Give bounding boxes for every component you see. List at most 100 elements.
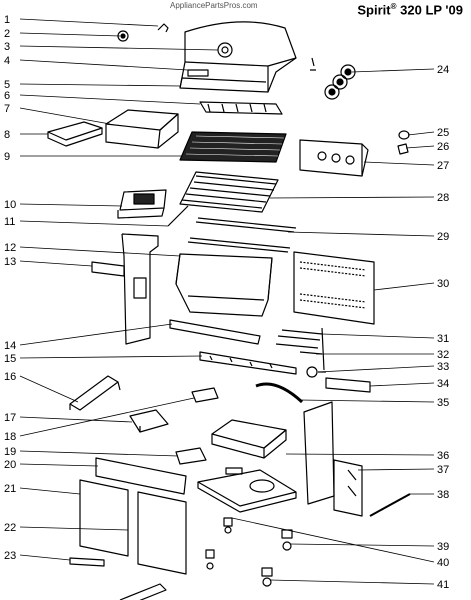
callout-11: 11: [4, 216, 15, 228]
leader-line-25: [407, 131, 435, 136]
part-23-door-handles: [69, 557, 167, 600]
leader-line-24: [351, 68, 435, 73]
leader-line-17: [19, 416, 133, 423]
callout-31: 31: [437, 333, 449, 345]
part-27-control-panel: [299, 139, 369, 177]
part-25-ignitor-button: [398, 130, 410, 140]
part-22-right-door: [137, 491, 187, 575]
part-30-rear-panel: [293, 251, 375, 325]
callout-7: 7: [4, 103, 10, 115]
leader-line-37: [357, 468, 435, 471]
callout-29: 29: [437, 231, 449, 243]
part-34-side-handle: [325, 377, 371, 393]
callout-15: 15: [4, 353, 16, 365]
callout-32: 32: [437, 349, 449, 361]
watermark: AppliancePartsPros.com: [170, 1, 258, 10]
callout-1: 1: [4, 14, 10, 26]
leader-line-12: [19, 246, 181, 257]
part-39-caster: [281, 529, 293, 551]
callout-24: 24: [437, 64, 449, 76]
part-9-cooking-grate: [179, 131, 287, 163]
part-12-cookbox: [175, 253, 273, 317]
leader-line-13: [19, 260, 93, 267]
callout-33: 33: [437, 361, 449, 373]
leader-line-5: [19, 83, 181, 87]
callout-22: 22: [4, 522, 16, 534]
callout-27: 27: [437, 160, 449, 172]
callout-20: 20: [4, 459, 16, 471]
callout-35: 35: [437, 397, 449, 409]
leader-line-2: [19, 32, 121, 37]
callout-37: 37: [437, 464, 449, 476]
part-31-manifold: [275, 327, 325, 371]
callout-25: 25: [437, 127, 449, 139]
part-20-front-strip: [95, 457, 187, 495]
leader-line-11: [19, 220, 169, 227]
part-40-bottom-shelf: [197, 467, 297, 513]
leader-line-34: [369, 382, 435, 387]
part-24-control-knobs: [310, 57, 356, 100]
callout-2: 2: [4, 28, 10, 40]
part-38-wire-clip: [369, 493, 411, 517]
callout-13: 13: [4, 256, 16, 268]
callout-39: 39: [437, 541, 449, 553]
callout-12: 12: [4, 242, 16, 254]
part-3-lid: [179, 21, 297, 93]
part-17-grease-tray: [129, 409, 169, 433]
part-36-bottom-tray: [211, 419, 287, 459]
leader-line-3: [19, 45, 219, 51]
callout-41: 41: [437, 579, 449, 591]
part-8-side-table: [47, 121, 103, 147]
callout-5: 5: [4, 79, 10, 91]
leader-line-35: [299, 399, 435, 403]
leader-line-27: [363, 161, 435, 166]
leader-line-26: [405, 145, 435, 149]
callout-30: 30: [437, 278, 449, 290]
part-14-crossbar: [169, 319, 261, 345]
part-10-side-burner-box: [117, 189, 167, 219]
leader-line-14: [19, 323, 173, 346]
leader-line-23: [19, 554, 71, 561]
part-15-front-crossbar: [199, 351, 297, 375]
callout-8: 8: [4, 129, 10, 141]
leader-line-18: [19, 397, 195, 437]
caster-set: [205, 517, 233, 570]
leader-lines: [19, 18, 435, 585]
callout-6: 6: [4, 90, 10, 102]
leader-line-21: [19, 487, 81, 495]
callout-14: 14: [4, 340, 16, 352]
leader-line-41: [269, 579, 435, 585]
leader-line-30: [373, 282, 435, 291]
diagram-title: Spirit® 320 LP '09: [357, 2, 463, 18]
callout-28: 28: [437, 192, 449, 204]
part-41-caster: [261, 567, 273, 587]
leader-line-33: [317, 365, 435, 373]
leader-line-40: [231, 517, 435, 563]
part-29-burner-tubes: [187, 217, 297, 253]
part-16-handle: [69, 375, 121, 411]
callout-40: 40: [437, 557, 449, 569]
callout-21: 21: [4, 483, 16, 495]
leader-line-22: [19, 526, 129, 531]
callout-26: 26: [437, 141, 449, 153]
leader-line-39: [289, 543, 435, 547]
part-11-burner-tube: [167, 205, 189, 227]
leader-line-1: [19, 18, 159, 27]
callout-9: 9: [4, 151, 10, 163]
callout-16: 16: [4, 371, 16, 383]
part-13-left-frame: [91, 233, 159, 345]
leader-line-20: [19, 463, 99, 467]
leader-line-10: [19, 203, 123, 207]
leader-line-31: [321, 333, 435, 339]
callout-4: 4: [4, 55, 10, 67]
part-7-tray: [105, 109, 179, 149]
part-1-handle-clip: [157, 23, 169, 33]
callout-38: 38: [437, 489, 449, 501]
leader-line-19: [19, 450, 179, 457]
leader-line-36: [285, 453, 435, 456]
leader-line-6: [19, 94, 201, 105]
part-28-flavorizer-bars: [179, 171, 279, 213]
part-18-catch-tray: [191, 387, 219, 403]
callout-18: 18: [4, 431, 16, 443]
